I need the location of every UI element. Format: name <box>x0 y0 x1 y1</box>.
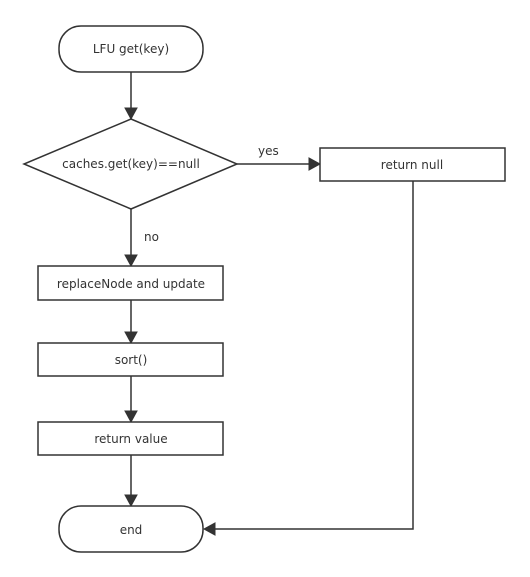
edge-label-yes: yes <box>258 144 279 158</box>
connector-decision-to-return-null <box>237 157 322 171</box>
end-node-label: end <box>120 523 143 537</box>
replace-node-label: replaceNode and update <box>57 277 205 291</box>
end-node: end <box>58 505 204 553</box>
decision-node-label: caches.get(key)==null <box>62 157 200 171</box>
connector-decision-to-replace <box>124 209 138 268</box>
edge-label-no: no <box>144 230 159 244</box>
connector-start-to-decision <box>124 72 138 121</box>
sort-node: sort() <box>37 342 224 377</box>
sort-node-label: sort() <box>115 353 148 367</box>
return-value-node-label: return value <box>94 432 167 446</box>
start-node-label: LFU get(key) <box>93 42 169 56</box>
start-node: LFU get(key) <box>58 25 204 73</box>
decision-node: caches.get(key)==null <box>22 118 239 210</box>
connector-return-value-to-end <box>124 455 138 508</box>
connector-replace-to-sort <box>124 300 138 345</box>
connector-sort-to-return-value <box>124 376 138 424</box>
return-null-node-label: return null <box>381 158 443 172</box>
return-value-node: return value <box>37 421 224 456</box>
connector-return-null-to-end <box>202 181 414 536</box>
return-null-node: return null <box>319 147 506 182</box>
replace-node: replaceNode and update <box>37 265 224 301</box>
